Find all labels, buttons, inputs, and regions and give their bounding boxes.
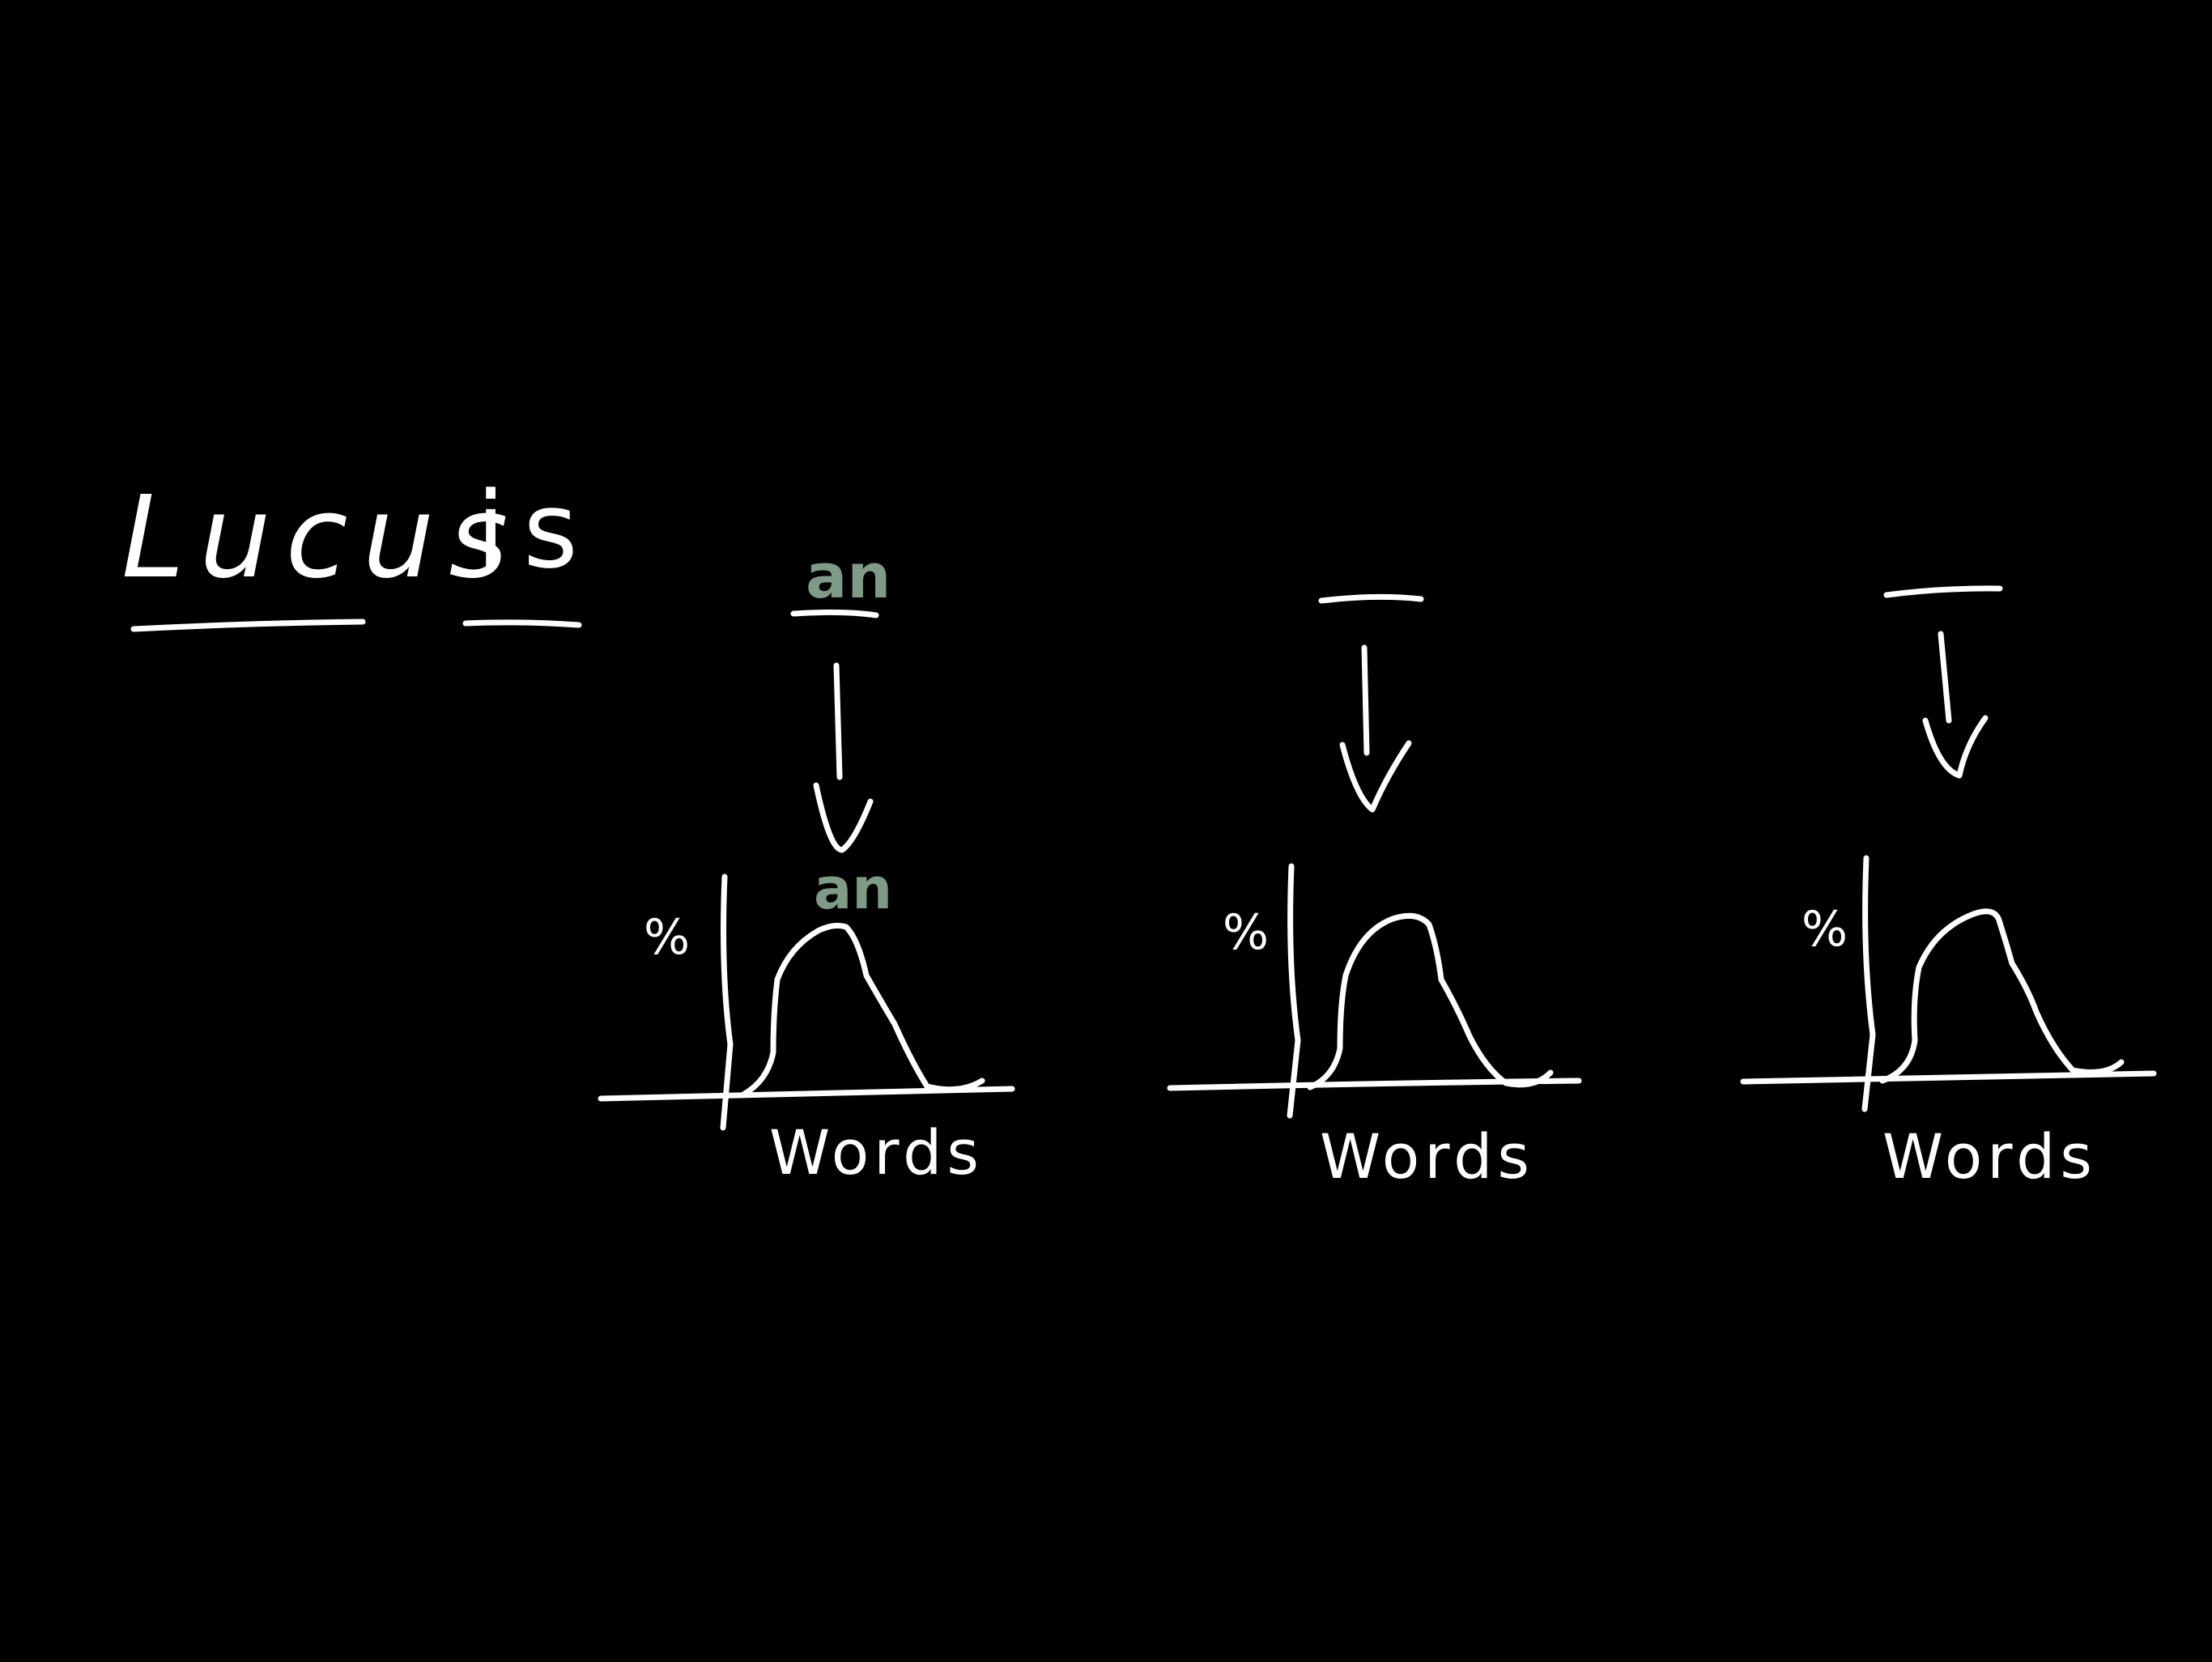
- graph-2-y-axis: [1287, 863, 1301, 1119]
- arrow-3: [1922, 631, 1989, 779]
- blank-underline-4: [1318, 593, 1424, 604]
- graph-2-x-axis: [1167, 1078, 1582, 1091]
- graph-1-x-label: Words: [769, 1116, 984, 1188]
- graph-3-distribution-curve: [1879, 908, 2125, 1084]
- arrow-1: [813, 662, 874, 853]
- blank-underline-3: [790, 609, 879, 618]
- graph-3-y-axis: [1861, 855, 1876, 1112]
- word-an: an: [806, 540, 891, 612]
- blank-underline-1: [130, 618, 366, 632]
- graph-3-x-label: Words: [1882, 1120, 2097, 1192]
- arrow-2: [1339, 644, 1412, 813]
- graph-3-y-label: %: [1802, 901, 1848, 958]
- word-lucus: Lucus: [121, 472, 522, 604]
- word-is: is: [476, 469, 596, 592]
- graph-2-distribution-curve: [1307, 912, 1554, 1090]
- graph-2: % Words: [1167, 863, 1582, 1192]
- graph-3: % Words: [1740, 855, 2157, 1192]
- sentence: Lucus is an: [121, 469, 2003, 632]
- blank-underline-5: [1883, 585, 2003, 598]
- graph-1: an % Words: [598, 856, 1015, 1188]
- graph-1-y-axis: [720, 874, 734, 1131]
- graph-1-peak-label: an: [814, 856, 892, 922]
- graph-1-y-label: %: [644, 909, 690, 966]
- arrows: [813, 631, 1989, 853]
- graph-2-x-label: Words: [1320, 1120, 1534, 1192]
- blank-underline-2: [462, 619, 582, 628]
- graph-2-y-label: %: [1223, 904, 1269, 961]
- graph-1-distribution-curve: [740, 922, 985, 1098]
